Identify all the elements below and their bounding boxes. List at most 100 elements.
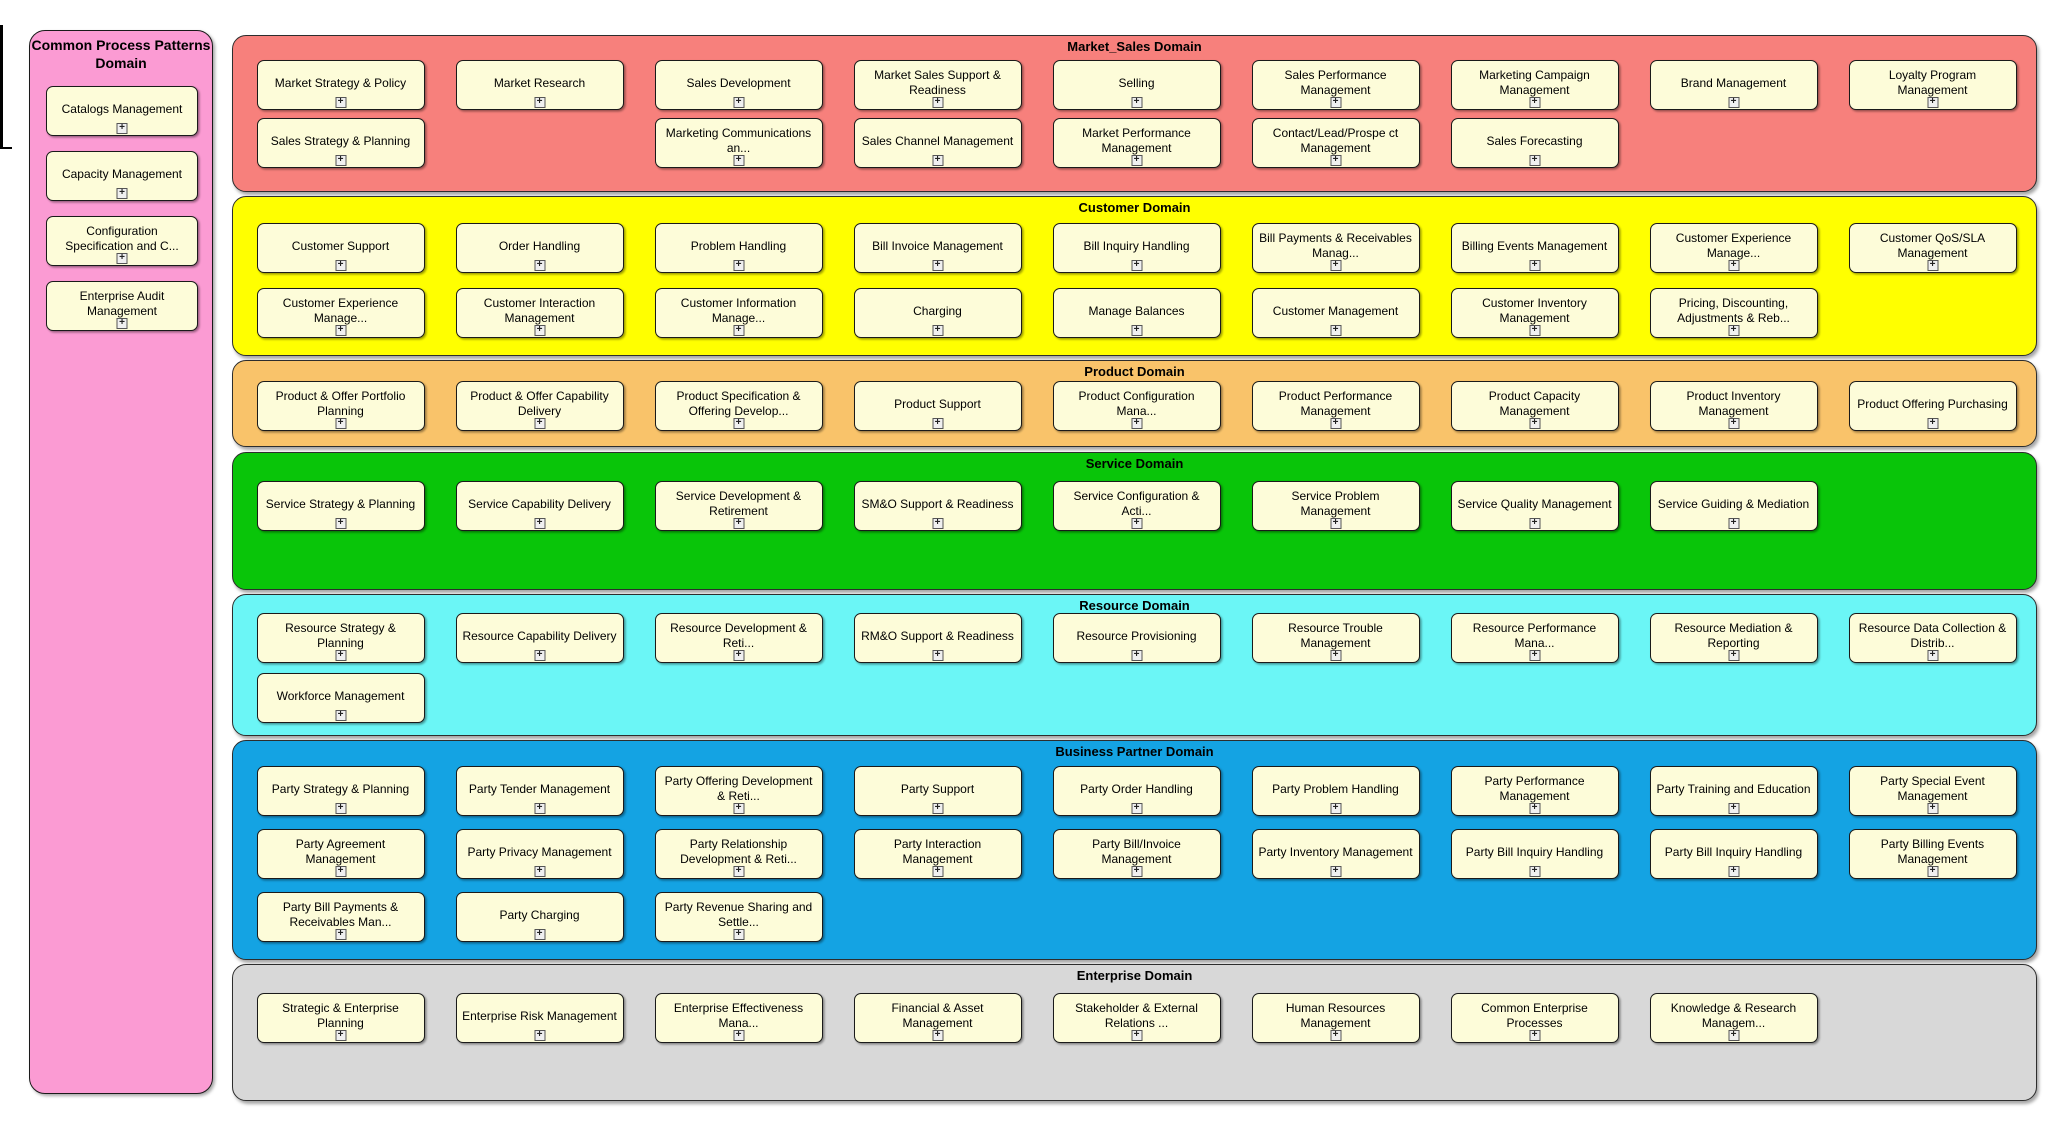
process-box[interactable]: Sales Development+ xyxy=(654,60,823,110)
expand-icon[interactable]: + xyxy=(1927,260,1938,271)
process-box[interactable]: Customer Support+ xyxy=(256,223,425,273)
expand-icon[interactable]: + xyxy=(335,97,346,108)
process-box[interactable]: Common Enterprise Processes+ xyxy=(1450,993,1619,1043)
expand-icon[interactable]: + xyxy=(1927,866,1938,877)
process-box[interactable]: Party Bill Payments & Receivables Man...… xyxy=(256,892,425,942)
process-box[interactable]: Party Interaction Management+ xyxy=(853,829,1022,879)
expand-icon[interactable]: + xyxy=(1330,260,1341,271)
process-box[interactable]: Party Order Handling+ xyxy=(1052,766,1221,816)
process-box[interactable]: Marketing Communications an...+ xyxy=(654,118,823,168)
process-box[interactable]: Bill Payments & Receivables Manag...+ xyxy=(1251,223,1420,273)
expand-icon[interactable]: + xyxy=(534,650,545,661)
expand-icon[interactable]: + xyxy=(1728,418,1739,429)
sidebar-process-box[interactable]: Catalogs Management+ xyxy=(46,86,198,136)
process-box[interactable]: Party Tender Management+ xyxy=(455,766,624,816)
process-box[interactable]: Sales Forecasting+ xyxy=(1450,118,1619,168)
process-box[interactable]: Loyalty Program Management+ xyxy=(1848,60,2017,110)
process-box[interactable]: SM&O Support & Readiness+ xyxy=(853,481,1022,531)
expand-icon[interactable]: + xyxy=(335,518,346,529)
expand-icon[interactable]: + xyxy=(116,123,128,134)
expand-icon[interactable]: + xyxy=(534,97,545,108)
expand-icon[interactable]: + xyxy=(1728,260,1739,271)
expand-icon[interactable]: + xyxy=(733,866,744,877)
process-box[interactable]: Resource Provisioning+ xyxy=(1052,613,1221,663)
expand-icon[interactable]: + xyxy=(534,325,545,336)
process-box[interactable]: Party Billing Events Management+ xyxy=(1848,829,2017,879)
process-box[interactable]: Strategic & Enterprise Planning+ xyxy=(256,993,425,1043)
expand-icon[interactable]: + xyxy=(1529,803,1540,814)
process-box[interactable]: Customer Information Manage...+ xyxy=(654,288,823,338)
expand-icon[interactable]: + xyxy=(1529,260,1540,271)
process-box[interactable]: Financial & Asset Management+ xyxy=(853,993,1022,1043)
expand-icon[interactable]: + xyxy=(733,929,744,940)
expand-icon[interactable]: + xyxy=(116,253,128,264)
expand-icon[interactable]: + xyxy=(932,418,943,429)
process-box[interactable]: Party Agreement Management+ xyxy=(256,829,425,879)
process-box[interactable]: Customer Experience Manage...+ xyxy=(1649,223,1818,273)
expand-icon[interactable]: + xyxy=(534,1030,545,1041)
process-box[interactable]: Party Support+ xyxy=(853,766,1022,816)
expand-icon[interactable]: + xyxy=(534,929,545,940)
process-box[interactable]: Party Problem Handling+ xyxy=(1251,766,1420,816)
process-box[interactable]: Party Bill/Invoice Management+ xyxy=(1052,829,1221,879)
process-box[interactable]: Service Configuration & Acti...+ xyxy=(1052,481,1221,531)
expand-icon[interactable]: + xyxy=(1131,1030,1142,1041)
expand-icon[interactable]: + xyxy=(932,325,943,336)
process-box[interactable]: Party Relationship Development & Reti...… xyxy=(654,829,823,879)
expand-icon[interactable]: + xyxy=(1927,418,1938,429)
process-box[interactable]: Party Inventory Management+ xyxy=(1251,829,1420,879)
process-box[interactable]: Product & Offer Portfolio Planning+ xyxy=(256,381,425,431)
process-box[interactable]: Product Configuration Mana...+ xyxy=(1052,381,1221,431)
process-box[interactable]: Customer Management+ xyxy=(1251,288,1420,338)
process-box[interactable]: Customer QoS/SLA Management+ xyxy=(1848,223,2017,273)
expand-icon[interactable]: + xyxy=(1330,1030,1341,1041)
process-box[interactable]: Product Capacity Management+ xyxy=(1450,381,1619,431)
expand-icon[interactable]: + xyxy=(1131,803,1142,814)
expand-icon[interactable]: + xyxy=(1131,260,1142,271)
process-box[interactable]: Bill Invoice Management+ xyxy=(853,223,1022,273)
expand-icon[interactable]: + xyxy=(335,710,346,721)
expand-icon[interactable]: + xyxy=(1728,325,1739,336)
process-box[interactable]: Party Privacy Management+ xyxy=(455,829,624,879)
expand-icon[interactable]: + xyxy=(932,803,943,814)
process-box[interactable]: Customer Interaction Management+ xyxy=(455,288,624,338)
expand-icon[interactable]: + xyxy=(335,866,346,877)
process-box[interactable]: Customer Experience Manage...+ xyxy=(256,288,425,338)
expand-icon[interactable]: + xyxy=(932,518,943,529)
expand-icon[interactable]: + xyxy=(1131,866,1142,877)
process-box[interactable]: Charging+ xyxy=(853,288,1022,338)
process-box[interactable]: Human Resources Management+ xyxy=(1251,993,1420,1043)
expand-icon[interactable]: + xyxy=(1131,325,1142,336)
process-box[interactable]: RM&O Support & Readiness+ xyxy=(853,613,1022,663)
expand-icon[interactable]: + xyxy=(932,155,943,166)
process-box[interactable]: Party Performance Management+ xyxy=(1450,766,1619,816)
process-box[interactable]: Resource Data Collection & Distrib...+ xyxy=(1848,613,2017,663)
process-box[interactable]: Product Performance Management+ xyxy=(1251,381,1420,431)
expand-icon[interactable]: + xyxy=(932,1030,943,1041)
expand-icon[interactable]: + xyxy=(1330,650,1341,661)
process-box[interactable]: Resource Performance Mana...+ xyxy=(1450,613,1619,663)
expand-icon[interactable]: + xyxy=(534,418,545,429)
process-box[interactable]: Resource Development & Reti...+ xyxy=(654,613,823,663)
sidebar-process-box[interactable]: Configuration Specification and C...+ xyxy=(46,216,198,266)
process-box[interactable]: Party Revenue Sharing and Settle...+ xyxy=(654,892,823,942)
expand-icon[interactable]: + xyxy=(1529,650,1540,661)
process-box[interactable]: Market Strategy & Policy+ xyxy=(256,60,425,110)
process-box[interactable]: Brand Management+ xyxy=(1649,60,1818,110)
expand-icon[interactable]: + xyxy=(1927,803,1938,814)
expand-icon[interactable]: + xyxy=(534,260,545,271)
expand-icon[interactable]: + xyxy=(1330,418,1341,429)
expand-icon[interactable]: + xyxy=(733,650,744,661)
process-box[interactable]: Service Guiding & Mediation+ xyxy=(1649,481,1818,531)
process-box[interactable]: Party Strategy & Planning+ xyxy=(256,766,425,816)
process-box[interactable]: Order Handling+ xyxy=(455,223,624,273)
expand-icon[interactable]: + xyxy=(932,866,943,877)
expand-icon[interactable]: + xyxy=(733,518,744,529)
expand-icon[interactable]: + xyxy=(335,155,346,166)
expand-icon[interactable]: + xyxy=(1529,325,1540,336)
process-box[interactable]: Party Bill Inquiry Handling+ xyxy=(1649,829,1818,879)
process-box[interactable]: Service Problem Management+ xyxy=(1251,481,1420,531)
expand-icon[interactable]: + xyxy=(335,650,346,661)
expand-icon[interactable]: + xyxy=(534,866,545,877)
expand-icon[interactable]: + xyxy=(1529,518,1540,529)
